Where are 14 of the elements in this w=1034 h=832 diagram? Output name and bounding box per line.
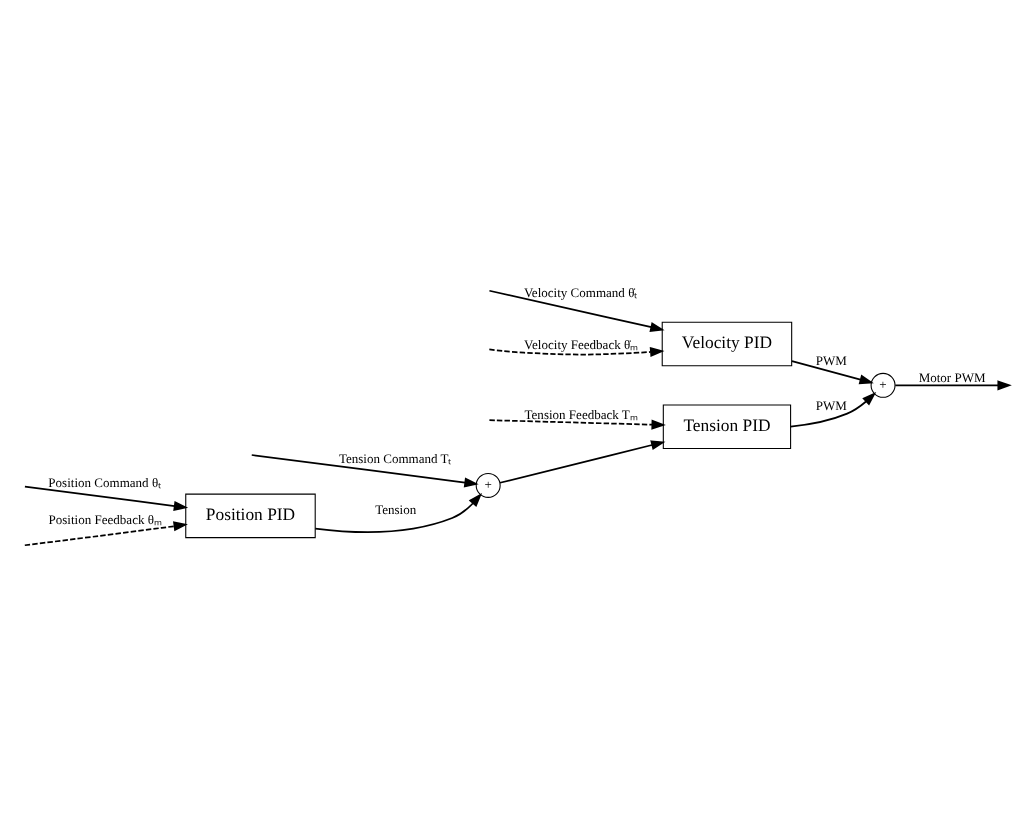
arrow	[488, 347, 665, 357]
arrow	[789, 392, 877, 428]
arrow	[488, 419, 666, 430]
arrow	[23, 521, 188, 547]
arrow	[791, 360, 874, 385]
node-box: Position PID	[185, 493, 316, 539]
arrow	[488, 289, 665, 332]
arrow	[24, 485, 189, 511]
arrow	[250, 454, 479, 488]
node-box: Velocity PID	[661, 321, 793, 367]
arrow	[894, 380, 1012, 391]
node-box: Tension PID	[662, 404, 792, 449]
arrow	[499, 440, 666, 484]
arrow	[314, 492, 483, 533]
